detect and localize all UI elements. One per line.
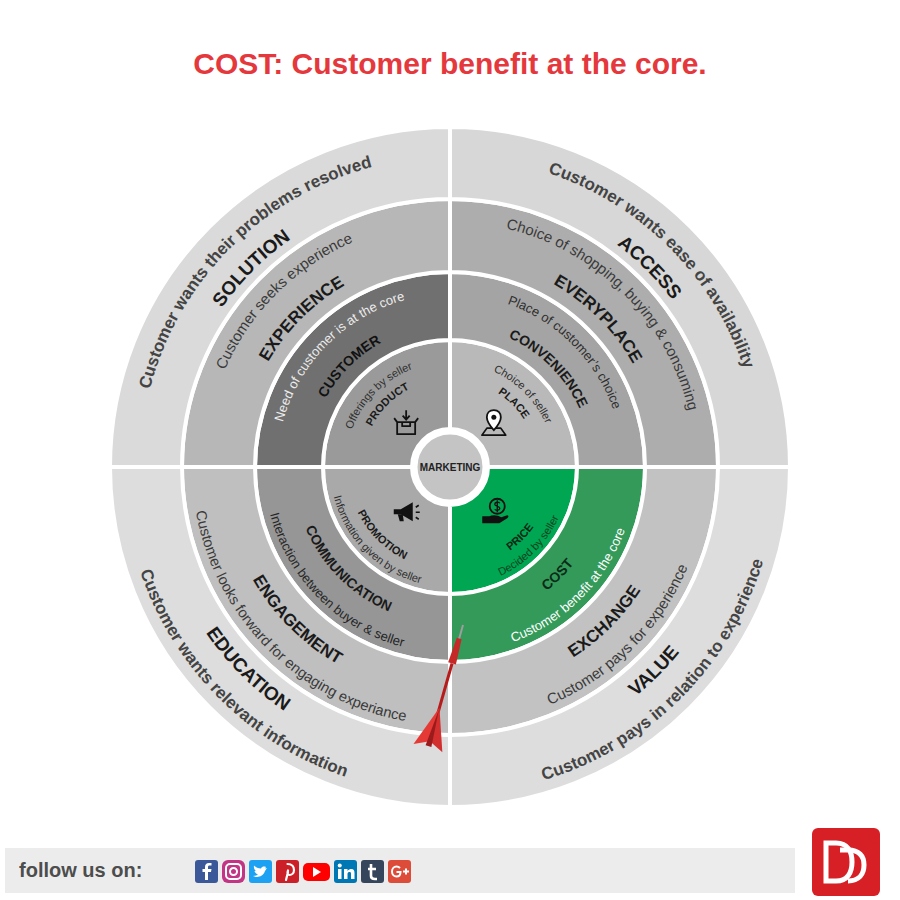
ring-segment: EXPERIENCECustomer seeks experience: [110, 127, 790, 807]
segment-text-layer: EXPERIENCECustomer seeks experience: [110, 127, 790, 807]
segment-shape: [110, 127, 790, 807]
segment-note: Need of customer is at the core: [271, 288, 406, 423]
center-label: MARKETING: [420, 462, 481, 473]
segment-icon: [482, 499, 508, 524]
center-circle-shape: [414, 431, 486, 503]
ring-segment: EVERYPLACEChoice of shopping, buying & c…: [110, 127, 790, 807]
segment-note: Customer wants ease of availability: [547, 159, 759, 371]
segment-heading: PRODUCT: [363, 380, 411, 428]
segment-shape: [110, 127, 790, 807]
marketing-wheel: MARKETINGPRODUCTOfferings by sellerPLACE…: [110, 127, 790, 807]
segment-note: Customer benefit at the core: [508, 525, 628, 645]
segment-heading: ENGAGEMENT: [249, 571, 346, 668]
center-circle: MARKETING: [414, 431, 486, 503]
segment-heading: ACCESS: [614, 231, 686, 303]
segment-note: Customer pays for experience: [544, 561, 691, 708]
segment-heading: PRICE: [504, 521, 535, 552]
segment-note: Interaction between buyer & seller: [267, 511, 407, 650]
ring-segment: EDUCATIONCustomer wants relevant informa…: [110, 127, 790, 807]
title: COST: Customer benefit at the core.: [193, 46, 706, 82]
segment-note: Choice of seller: [492, 362, 555, 425]
segment-shape: [110, 127, 790, 807]
segment-shape: [110, 127, 790, 807]
segment-shape: [110, 127, 790, 807]
segment-note: Customer seeks experience: [212, 229, 355, 372]
segment-text-layer: PROMOTIONInformation given by seller: [110, 127, 790, 807]
segment-text-layer: CUSTOMERNeed of customer is at the core: [110, 127, 790, 807]
segment-note: Customer pays in relation to experience: [539, 556, 767, 784]
social-icons: [195, 859, 455, 885]
ring-segment: PRODUCTOfferings by seller: [110, 127, 790, 807]
segment-heading: EDUCATION: [203, 623, 295, 715]
segment-heading: COST: [538, 555, 576, 593]
segment-text-layer: COSTCustomer benefit at the core: [110, 127, 790, 807]
segment-heading: EXCHANGE: [565, 582, 644, 661]
segment-heading: VALUE: [624, 641, 683, 700]
segment-heading: PLACE: [497, 385, 533, 421]
segment-note: Customer wants their problems resolved: [135, 152, 373, 390]
segment-text-layer: COMMUNICATIONInteraction between buyer &…: [110, 127, 790, 807]
footer-label: follow us on:: [19, 859, 142, 882]
segment-heading: COMMUNICATION: [303, 523, 395, 615]
segment-shape: [110, 127, 790, 807]
segment-heading: SOLUTION: [208, 225, 293, 310]
segment-note: Place of customer’s choice: [506, 292, 624, 410]
segment-shape: [110, 127, 790, 807]
segment-note: Offerings by seller: [343, 359, 414, 430]
ring-segment: ENGAGEMENTCustomer looks forward for eng…: [110, 127, 790, 807]
segment-text-layer: CONVENIENCEPlace of customer’s choice: [110, 127, 790, 807]
segment-heading: EXPERIENCE: [255, 272, 347, 364]
ring-segment: CUSTOMERNeed of customer is at the core: [110, 127, 790, 807]
segment-icon: [482, 410, 506, 435]
segment-text-layer: PRODUCTOfferings by seller: [110, 127, 790, 807]
brand-logo: [812, 828, 880, 896]
ring-segment: PROMOTIONInformation given by seller: [110, 127, 790, 807]
segment-icon: [394, 410, 418, 434]
segment-heading: PROMOTION: [356, 508, 410, 562]
segment-text-layer: ACCESSCustomer wants ease of availabilit…: [110, 127, 790, 807]
segment-text-layer: EXCHANGECustomer pays for experience: [110, 127, 790, 807]
segment-shape: [110, 127, 790, 807]
ring-segment: COMMUNICATIONInteraction between buyer &…: [110, 127, 790, 807]
segment-note: Choice of shopping, buying & consuming: [505, 215, 702, 412]
segment-text-layer: PRICEDecided by seller: [110, 127, 790, 807]
segment-heading: EVERYPLACE: [551, 271, 646, 366]
ring-segment: EXCHANGECustomer pays for experience: [110, 127, 790, 807]
segment-note: Information given by seller: [332, 494, 424, 585]
segment-text-layer: VALUECustomer pays in relation to experi…: [110, 127, 790, 807]
segment-text-layer: SOLUTIONCustomer wants their problems re…: [110, 127, 790, 807]
segment-shape: [110, 127, 790, 807]
segment-shape: [110, 127, 790, 807]
ring-segment: SOLUTIONCustomer wants their problems re…: [110, 127, 790, 807]
segment-shape: [110, 127, 790, 807]
ring-segment: PRICEDecided by seller: [110, 127, 790, 807]
segment-note: Decided by seller: [496, 513, 561, 578]
segment-shape: [110, 127, 790, 807]
ring-segment: PLACEChoice of seller: [110, 127, 790, 807]
ring-segment: COSTCustomer benefit at the core: [110, 127, 790, 807]
segment-text-layer: EDUCATIONCustomer wants relevant informa…: [110, 127, 790, 807]
segment-text-layer: PLACEChoice of seller: [110, 127, 790, 807]
segment-shape: [110, 127, 790, 807]
segment-heading: CUSTOMER: [314, 331, 383, 400]
segment-shape: [110, 127, 790, 807]
ring-segment: VALUECustomer pays in relation to experi…: [110, 127, 790, 807]
segment-text-layer: ENGAGEMENTCustomer looks forward for eng…: [110, 127, 790, 807]
segment-shape: [110, 127, 790, 807]
segment-icon: [394, 502, 420, 521]
title-area: COST: Customer benefit at the core.: [0, 46, 900, 82]
ring-segment: CONVENIENCEPlace of customer’s choice: [110, 127, 790, 807]
segment-text-layer: EVERYPLACEChoice of shopping, buying & c…: [110, 127, 790, 807]
segment-note: Customer wants relevant information: [136, 566, 350, 780]
ring-segment: ACCESSCustomer wants ease of availabilit…: [110, 127, 790, 807]
segment-note: Customer looks forward for engaging expe…: [193, 509, 408, 724]
segment-heading: CONVENIENCE: [507, 326, 591, 410]
segment-shape: [110, 127, 790, 807]
